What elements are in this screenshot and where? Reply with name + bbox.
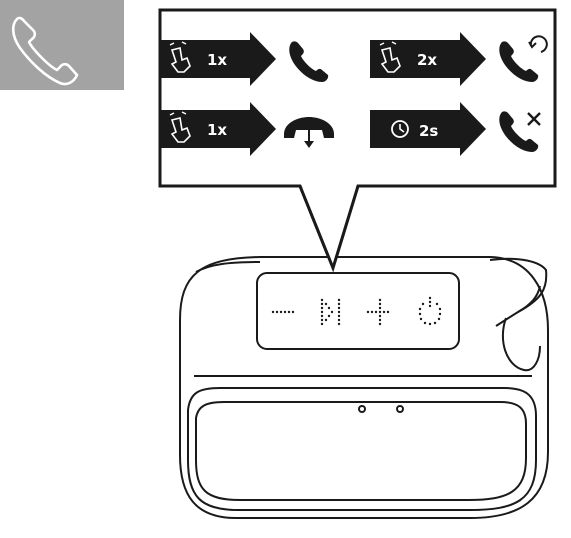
end-call-icon — [284, 117, 334, 148]
phone-section-background — [0, 0, 124, 90]
speaker-grille — [195, 401, 527, 501]
control-panel — [256, 272, 460, 350]
volume-up-icon[interactable] — [366, 298, 390, 326]
speaker — [179, 256, 549, 519]
switch-call-icon — [499, 35, 548, 82]
speaker-sensor — [396, 405, 404, 413]
phone-icon — [11, 16, 79, 86]
tap-icon — [169, 111, 191, 143]
play-pause-icon[interactable] — [320, 298, 341, 326]
speaker-top-edge — [195, 261, 261, 273]
arrow-label — [160, 102, 276, 156]
speaker-sensor — [358, 405, 366, 413]
tap-icon — [379, 41, 401, 73]
action-answer-call: 1x — [160, 32, 329, 86]
arrow-label — [160, 32, 276, 86]
gesture-count: 2x — [417, 51, 437, 69]
control-buttons — [271, 296, 442, 326]
callout-pointer-outline — [298, 185, 360, 273]
answer-call-icon — [289, 41, 329, 82]
gesture-count: 1x — [207, 121, 227, 139]
action-end-call: 1x — [160, 102, 334, 156]
tap-icon — [169, 41, 191, 73]
volume-down-icon[interactable] — [271, 310, 295, 314]
clock-icon — [391, 120, 409, 138]
arrow-label — [370, 102, 486, 156]
action-reject-call: 2s — [370, 102, 541, 156]
callout-pointer — [300, 188, 357, 268]
power-icon[interactable] — [418, 296, 442, 326]
action-switch-call: 2x — [370, 32, 548, 86]
reject-call-icon — [499, 111, 541, 152]
gesture-count: 1x — [207, 51, 227, 69]
speaker-front-face — [187, 387, 537, 511]
phone-section-icon — [0, 0, 124, 90]
arrow-label — [370, 32, 486, 86]
gesture-count: 2s — [419, 122, 438, 140]
